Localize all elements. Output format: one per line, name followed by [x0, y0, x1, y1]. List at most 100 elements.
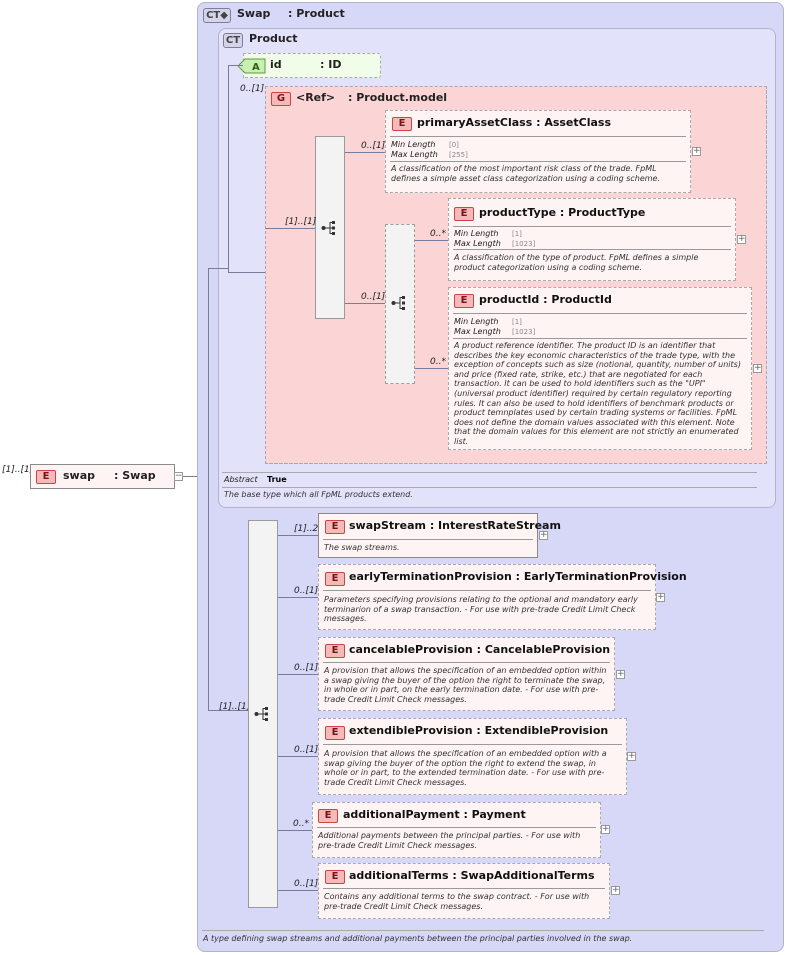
- facet-label: Max Length: [391, 150, 438, 159]
- plus-box-icon[interactable]: +: [627, 751, 636, 761]
- element-badge: E: [325, 870, 345, 884]
- element-productType[interactable]: E productType : ProductType Min Length […: [448, 198, 736, 281]
- separator: [323, 590, 651, 591]
- element-productId[interactable]: E productId : ProductId Min Length [1] M…: [448, 287, 752, 450]
- root-element-badge: E: [36, 470, 56, 484]
- abstract-label: Abstract: [224, 475, 258, 484]
- attribute-type: : ID: [320, 58, 342, 71]
- element-type: : InterestRateStream: [429, 519, 561, 532]
- abstract-separator: [222, 487, 757, 488]
- swap-sequence-cardinality: [1]..[1]: [219, 702, 251, 712]
- element-extendibleProvision[interactable]: E extendibleProvision : ExtendibleProvis…: [318, 718, 627, 795]
- group-ref-label: <Ref>: [296, 91, 336, 104]
- facet-label: Min Length: [454, 317, 499, 326]
- element-name: extendibleProvision: [349, 724, 473, 737]
- connector: [415, 240, 448, 241]
- element-earlyTerminationProvision[interactable]: E earlyTerminationProvision : EarlyTermi…: [318, 564, 687, 630]
- element-cardinality: 0..[1]: [294, 879, 319, 889]
- element-name: additionalPayment: [343, 808, 460, 821]
- attribute-id[interactable]: [243, 53, 381, 78]
- plus-box-icon[interactable]: +: [753, 363, 762, 373]
- element-cardinality: 0..[1]: [294, 745, 319, 755]
- element-doc: A classification of the most important r…: [391, 164, 661, 183]
- element-cardinality: 0..*: [430, 357, 446, 367]
- root-element-type: : Swap: [114, 469, 156, 482]
- facet-label: Min Length: [454, 229, 499, 238]
- connector: [208, 268, 209, 710]
- abstract-separator-top: [222, 472, 757, 473]
- element-doc: Additional payments between the principa…: [318, 831, 581, 850]
- connector: [265, 228, 315, 229]
- swap-type-doc: A type defining swap streams and additio…: [203, 934, 633, 943]
- separator: [323, 539, 533, 540]
- element-cardinality: 0..[1]: [294, 586, 319, 596]
- abstract-value: True: [267, 475, 287, 484]
- element-doc: A product reference identifier. The prod…: [454, 341, 741, 446]
- group-shadow: [269, 90, 767, 464]
- element-doc: A provision that allows the specificatio…: [324, 666, 607, 704]
- connector: [278, 830, 312, 831]
- plus-box-icon[interactable]: +: [692, 146, 701, 156]
- plus-box-icon[interactable]: +: [616, 669, 625, 679]
- plus-box-icon[interactable]: +: [601, 824, 610, 834]
- swap-type-name: Swap: [237, 7, 271, 20]
- attribute-cardinality: 0..[1]: [240, 84, 265, 94]
- element-type: : AssetClass: [536, 116, 612, 129]
- element-additionalPayment[interactable]: E additionalPayment : Payment Additional…: [312, 802, 601, 858]
- connector: [228, 272, 265, 273]
- complex-type-badge: CT◆: [203, 8, 231, 23]
- root-element-swap[interactable]: [30, 464, 175, 489]
- connector: [345, 303, 385, 304]
- connector: [278, 756, 318, 757]
- element-badge: E: [454, 294, 474, 308]
- separator: [453, 249, 731, 250]
- element-swapStream[interactable]: E swapStream : InterestRateStream The sw…: [318, 513, 561, 558]
- plus-box-icon[interactable]: +: [656, 592, 665, 602]
- element-type: : Payment: [463, 808, 526, 821]
- element-badge: E: [325, 644, 345, 658]
- element-name: productType: [479, 206, 557, 219]
- separator: [323, 744, 622, 745]
- connector: [278, 535, 318, 536]
- separator: [323, 662, 610, 663]
- element-name: additionalTerms: [349, 869, 449, 882]
- separator: [323, 888, 605, 889]
- facet-value: [1023]: [512, 240, 536, 248]
- element-primaryAssetClass[interactable]: E primaryAssetClass : AssetClass Min Len…: [385, 110, 691, 193]
- element-additionalTerms[interactable]: E additionalTerms : SwapAdditionalTerms …: [318, 863, 610, 919]
- collapse-icon[interactable]: −: [174, 471, 183, 481]
- element-type: : SwapAdditionalTerms: [452, 869, 595, 882]
- group-cardinality: [1]..[1]: [285, 217, 317, 227]
- group-badge: G: [271, 92, 291, 106]
- plus-box-icon[interactable]: +: [539, 530, 548, 540]
- connector: [208, 710, 248, 711]
- group-type: : Product.model: [348, 91, 448, 104]
- facet-value: [1]: [512, 230, 522, 238]
- element-doc: A provision that allows the specificatio…: [324, 749, 607, 787]
- element-name: productId: [479, 293, 540, 306]
- facet-value: [255]: [449, 151, 468, 159]
- plus-box-icon[interactable]: +: [611, 885, 620, 895]
- element-type: : CancelableProvision: [476, 643, 611, 656]
- element-name: primaryAssetClass: [417, 116, 533, 129]
- facet-label: Max Length: [454, 239, 501, 248]
- product-type-badge: CT: [223, 33, 243, 48]
- element-cardinality: 0..*: [430, 229, 446, 239]
- plus-box-icon[interactable]: +: [737, 234, 746, 244]
- separator: [390, 161, 686, 162]
- facet-value: [1023]: [512, 328, 536, 336]
- element-badge: E: [454, 207, 474, 221]
- element-cardinality: [1]..2: [294, 524, 319, 534]
- separator: [390, 136, 686, 137]
- element-cancelableProvision[interactable]: E cancelableProvision : CancelableProvis…: [318, 637, 615, 711]
- connector: [278, 597, 318, 598]
- element-badge: E: [325, 520, 345, 534]
- element-type: : ExtendibleProvision: [476, 724, 609, 737]
- root-cardinality: [1]..[1]: [2, 465, 34, 475]
- element-name: earlyTerminationProvision: [349, 570, 512, 583]
- connector: [183, 476, 197, 477]
- element-cardinality: 0..[1]: [361, 141, 386, 151]
- attribute-name: id: [270, 58, 282, 71]
- element-name: swapStream: [349, 519, 426, 532]
- separator: [453, 338, 747, 339]
